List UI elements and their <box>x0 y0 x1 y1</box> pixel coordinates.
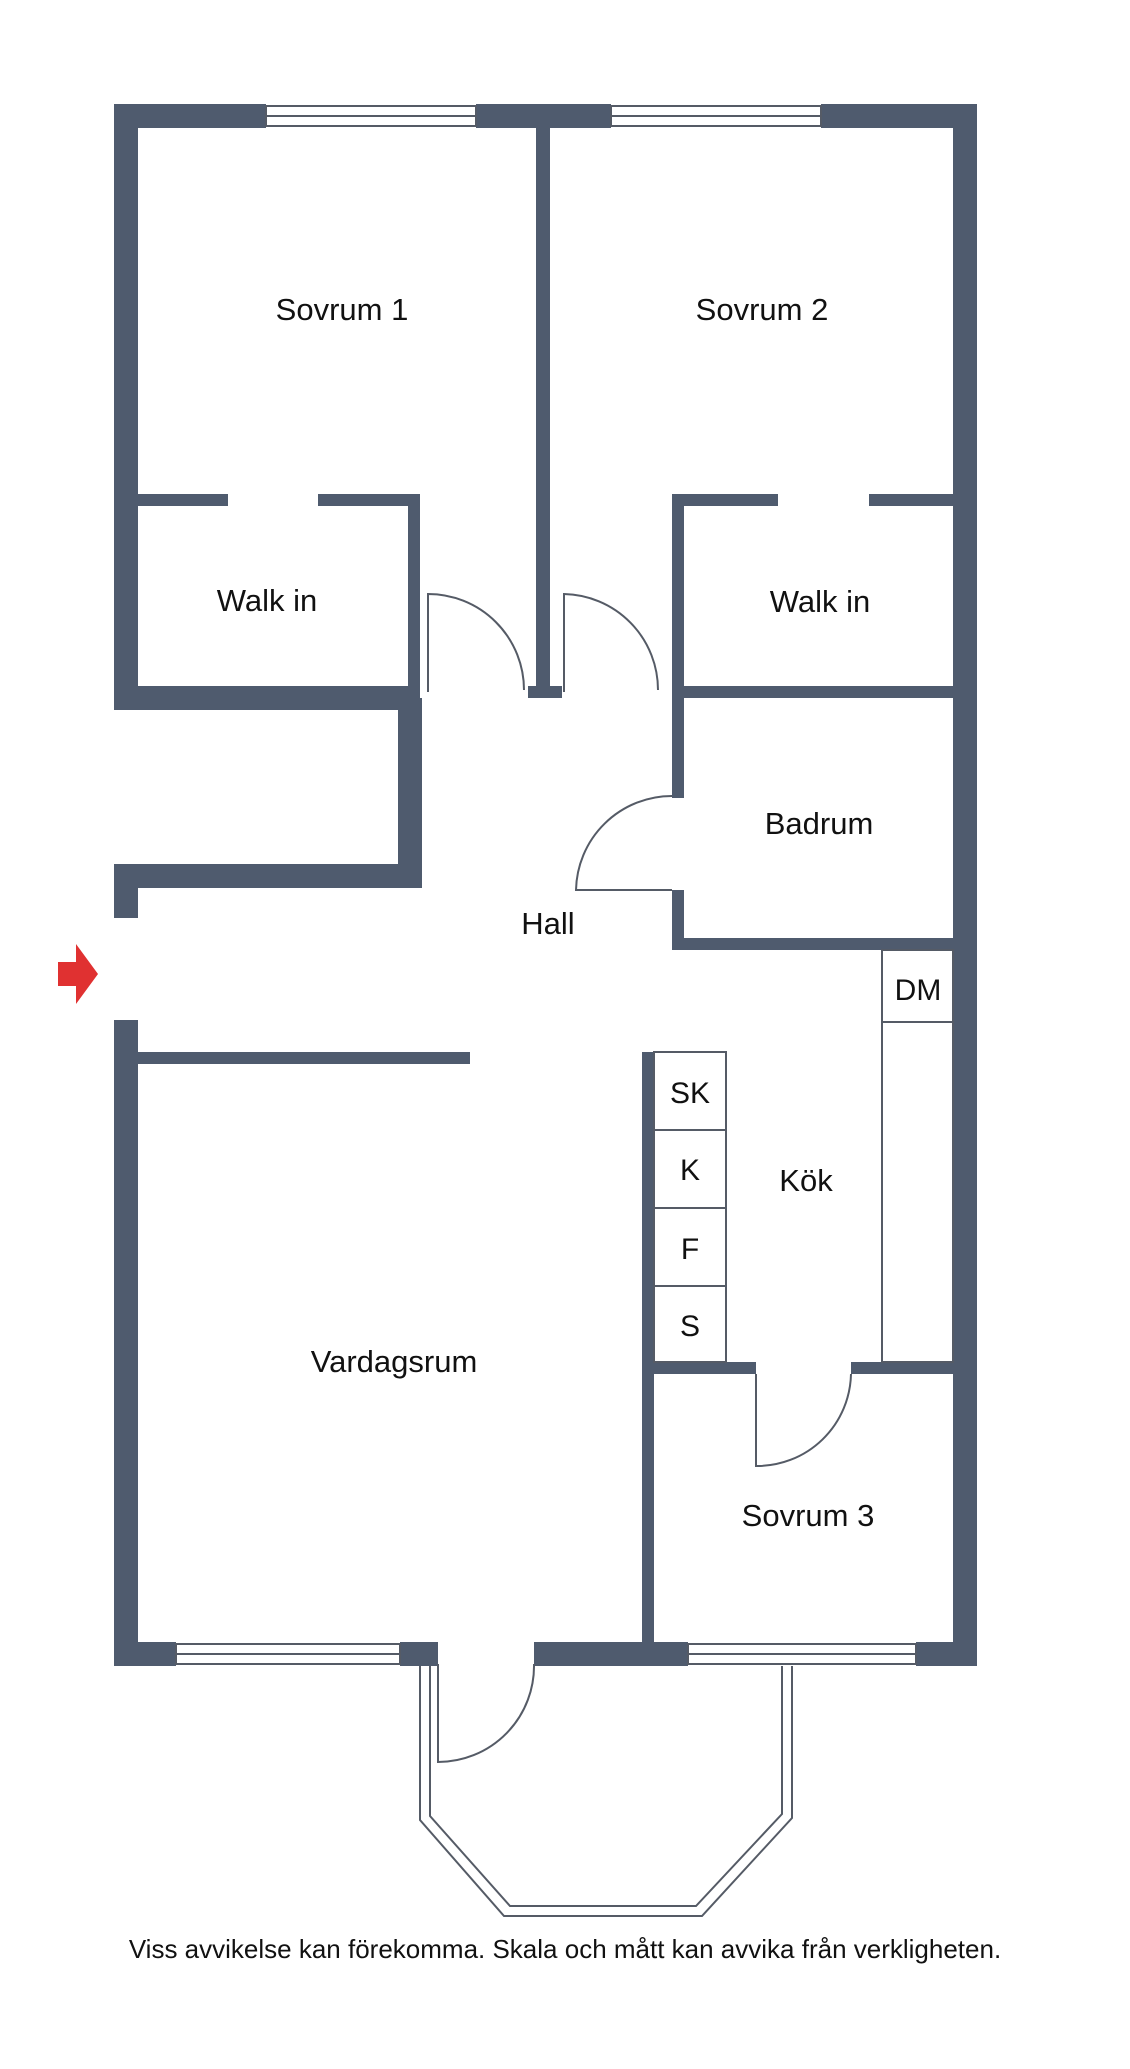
wall-entrance-jamb-top <box>114 888 138 918</box>
wall-bottom-middle <box>534 1642 688 1666</box>
counter-right <box>881 949 954 1363</box>
appliance-label-k: K <box>680 1154 700 1187</box>
wall-top-left <box>114 104 266 128</box>
kitchen-counters <box>653 949 954 1363</box>
balcony-inner <box>429 1666 783 1907</box>
door-balcony <box>437 1663 536 1764</box>
room-label-walkin1: Walk in <box>217 583 317 618</box>
wall-left-upper-redraw <box>114 104 138 708</box>
appliance-label-s: S <box>680 1310 700 1343</box>
wall-bottom-right <box>916 1642 977 1666</box>
wall-bedroom-divider-foot <box>528 686 562 698</box>
wall-bottom-door-left <box>400 1642 438 1666</box>
wall-right <box>953 104 977 1666</box>
wall-walkin2-top-a <box>672 494 778 506</box>
wall-walkin1-bottom <box>138 686 420 698</box>
wall-walkin2-left <box>672 494 684 686</box>
wall-living-top <box>138 1052 470 1064</box>
wall-gaps <box>114 710 398 1020</box>
wall-walkin1-top-b <box>318 494 420 506</box>
notch-open-area <box>114 710 398 864</box>
wall-left-entrance-below <box>114 1020 138 1666</box>
wall-top-right <box>821 104 977 128</box>
room-label-sovrum1: Sovrum 1 <box>276 292 409 327</box>
windows <box>175 105 917 1665</box>
room-label-badrum: Badrum <box>765 806 874 841</box>
counter-f <box>653 1207 727 1287</box>
room-label-kok: Kök <box>779 1163 833 1198</box>
appliance-label-dm: DM <box>895 974 942 1007</box>
counter-sk <box>653 1051 727 1131</box>
doors <box>427 592 852 1764</box>
wall-bedroom-divider <box>536 104 550 696</box>
wall-walkin2-bottom <box>672 686 953 698</box>
wall-kitchen-divider <box>642 1052 654 1642</box>
entrance-arrow-icon <box>58 944 98 1004</box>
appliance-label-sk: SK <box>670 1077 710 1110</box>
wall-badrum-bottom <box>672 938 953 950</box>
wall-notch-horizontal-top <box>114 698 420 710</box>
counter-s <box>653 1285 727 1363</box>
disclaimer-caption: Viss avvikelse kan förekomma. Skala och … <box>128 1934 1002 1964</box>
wall-walkin2-top-b <box>869 494 953 506</box>
wall-walkin1-top-a <box>138 494 228 506</box>
wall-sovrum3-top-b <box>851 1362 953 1374</box>
door-walkin2 <box>563 592 659 692</box>
room-label-hall: Hall <box>521 906 574 941</box>
entrance-gap <box>114 918 138 1020</box>
room-label-sovrum3: Sovrum 3 <box>742 1498 875 1533</box>
balcony-outer <box>419 1666 793 1917</box>
walls-redraw <box>114 104 422 918</box>
counter-k <box>653 1129 727 1209</box>
room-label-sovrum2: Sovrum 2 <box>696 292 829 327</box>
door-badrum <box>574 795 673 891</box>
wall-bottom-left <box>114 1642 176 1666</box>
wall-walkin1-right <box>408 494 420 686</box>
door-sovrum3 <box>755 1373 852 1468</box>
wall-badrum-left-top <box>672 698 684 798</box>
room-label-vardagsrum: Vardagsrum <box>311 1344 478 1379</box>
wall-notch-vertical-redraw <box>398 698 422 888</box>
wall-sovrum3-top-a <box>642 1362 756 1374</box>
door-walkin1 <box>427 592 525 692</box>
room-label-walkin2: Walk in <box>770 584 870 619</box>
appliance-label-f: F <box>681 1233 699 1266</box>
wall-notch-horizontal-redraw <box>114 864 422 888</box>
wall-badrum-left-bottom <box>672 890 684 950</box>
balcony <box>419 1666 793 1917</box>
